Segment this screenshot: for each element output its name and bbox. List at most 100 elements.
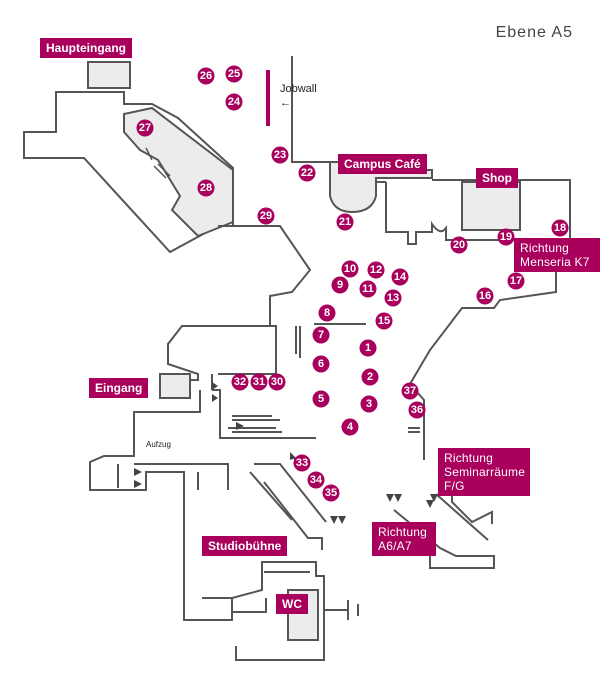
jobwall-bar: [266, 70, 270, 126]
pin-25-label: 25: [228, 68, 240, 80]
aufzug-label: Aufzug: [146, 440, 171, 449]
pin-1[interactable]: 1: [359, 339, 377, 357]
pin-27-label: 27: [139, 122, 151, 134]
pin-34[interactable]: 34: [307, 471, 325, 489]
pin-4[interactable]: 4: [341, 418, 359, 436]
jobwall-arrow-icon: ←: [280, 97, 291, 109]
pin-37-label: 37: [404, 385, 416, 397]
pin-31-label: 31: [253, 376, 265, 388]
pin-26[interactable]: 26: [197, 67, 215, 85]
pin-23-label: 23: [274, 149, 286, 161]
pin-29[interactable]: 29: [257, 207, 275, 225]
pin-19-label: 19: [500, 231, 512, 243]
pin-1-label: 1: [365, 342, 371, 354]
label-richtung-seminar-line2: Seminarräume: [444, 465, 526, 479]
label-campus-cafe[interactable]: Campus Café: [338, 154, 427, 174]
entrance-vestibule: [159, 373, 191, 399]
pin-28[interactable]: 28: [197, 179, 215, 197]
pin-14-label: 14: [394, 271, 407, 283]
pin-8[interactable]: 8: [318, 304, 336, 322]
pin-19[interactable]: 19: [497, 228, 515, 246]
label-richtung-mensa[interactable]: Richtung Menseria K7: [514, 238, 600, 272]
main-entrance-vestibule: [87, 61, 131, 89]
pin-20-label: 20: [453, 239, 465, 251]
label-richtung-seminar-line3: F/G: [444, 479, 465, 493]
label-richtung-seminar-line1: Richtung: [444, 451, 493, 465]
pin-11-label: 11: [362, 283, 374, 295]
pin-14[interactable]: 14: [391, 268, 409, 286]
pin-2[interactable]: 2: [361, 368, 379, 386]
label-wc[interactable]: WC: [276, 594, 308, 614]
pin-10-label: 10: [344, 263, 356, 275]
pin-12-label: 12: [370, 264, 382, 276]
pin-25[interactable]: 25: [225, 65, 243, 83]
pin-2-label: 2: [367, 371, 373, 383]
label-richtung-a6-line1: Richtung: [378, 525, 427, 539]
pin-17-label: 17: [510, 275, 522, 287]
pin-23[interactable]: 23: [271, 146, 289, 164]
pin-31[interactable]: 31: [250, 373, 268, 391]
pin-11[interactable]: 11: [359, 280, 377, 298]
pin-20[interactable]: 20: [450, 236, 468, 254]
pin-10[interactable]: 10: [341, 260, 359, 278]
pin-29-label: 29: [260, 210, 272, 222]
pin-24-label: 24: [228, 96, 241, 108]
pin-30[interactable]: 30: [268, 373, 286, 391]
level-title: Ebene A5: [495, 24, 573, 41]
pin-21-label: 21: [339, 216, 351, 228]
walls: [23, 56, 571, 661]
pin-24[interactable]: 24: [225, 93, 243, 111]
pin-6[interactable]: 6: [312, 355, 330, 373]
pin-15-label: 15: [378, 315, 390, 327]
label-richtung-mensa-line1: Richtung: [520, 241, 569, 255]
pin-13[interactable]: 13: [384, 289, 402, 307]
label-richtung-a6-line2: A6/A7: [378, 539, 412, 553]
pin-9-label: 9: [337, 279, 343, 291]
pin-32[interactable]: 32: [231, 373, 249, 391]
shop-room: [461, 181, 521, 231]
pin-16[interactable]: 16: [476, 287, 494, 305]
pin-18[interactable]: 18: [551, 219, 569, 237]
pin-layer: 1 2 3 4 5 6 7 8 9 10 11 12 13 14 15 16 1…: [136, 65, 569, 502]
pin-17[interactable]: 17: [507, 272, 525, 290]
pin-3-label: 3: [366, 398, 372, 410]
pin-26-label: 26: [200, 70, 212, 82]
pin-27[interactable]: 27: [136, 119, 154, 137]
label-eingang[interactable]: Eingang: [89, 378, 149, 398]
label-shop[interactable]: Shop: [476, 168, 518, 188]
pin-5-label: 5: [318, 393, 324, 405]
pin-18-label: 18: [554, 222, 566, 234]
pin-33-label: 33: [296, 457, 308, 469]
pin-22-label: 22: [301, 167, 313, 179]
pin-5[interactable]: 5: [312, 390, 330, 408]
pin-15[interactable]: 15: [375, 312, 393, 330]
pin-8-label: 8: [324, 307, 330, 319]
pin-3[interactable]: 3: [360, 395, 378, 413]
pin-13-label: 13: [387, 292, 399, 304]
pin-22[interactable]: 22: [298, 164, 316, 182]
pin-21[interactable]: 21: [336, 213, 354, 231]
label-studiobuehne[interactable]: Studiobühne: [202, 536, 288, 556]
label-richtung-a6[interactable]: Richtung A6/A7: [372, 522, 436, 556]
pin-32-label: 32: [234, 376, 246, 388]
pin-4-label: 4: [347, 421, 354, 433]
pin-35[interactable]: 35: [322, 484, 340, 502]
pin-9[interactable]: 9: [331, 276, 349, 294]
pin-28-label: 28: [200, 182, 212, 194]
label-richtung-mensa-line2: Menseria K7: [520, 255, 590, 269]
label-richtung-seminar[interactable]: Richtung Seminarräume F/G: [438, 448, 530, 496]
pin-37[interactable]: 37: [401, 382, 419, 400]
pin-34-label: 34: [310, 474, 323, 486]
pin-30-label: 30: [271, 376, 283, 388]
pin-12[interactable]: 12: [367, 261, 385, 279]
jobwall-label: Jobwall: [280, 83, 317, 95]
pin-33[interactable]: 33: [293, 454, 311, 472]
pin-7-label: 7: [318, 329, 324, 341]
pin-35-label: 35: [325, 487, 337, 499]
pin-16-label: 16: [479, 290, 491, 302]
label-haupteingang[interactable]: Haupteingang: [40, 38, 132, 58]
pin-36-label: 36: [411, 404, 423, 416]
pin-36[interactable]: 36: [408, 401, 426, 419]
pin-7[interactable]: 7: [312, 326, 330, 344]
